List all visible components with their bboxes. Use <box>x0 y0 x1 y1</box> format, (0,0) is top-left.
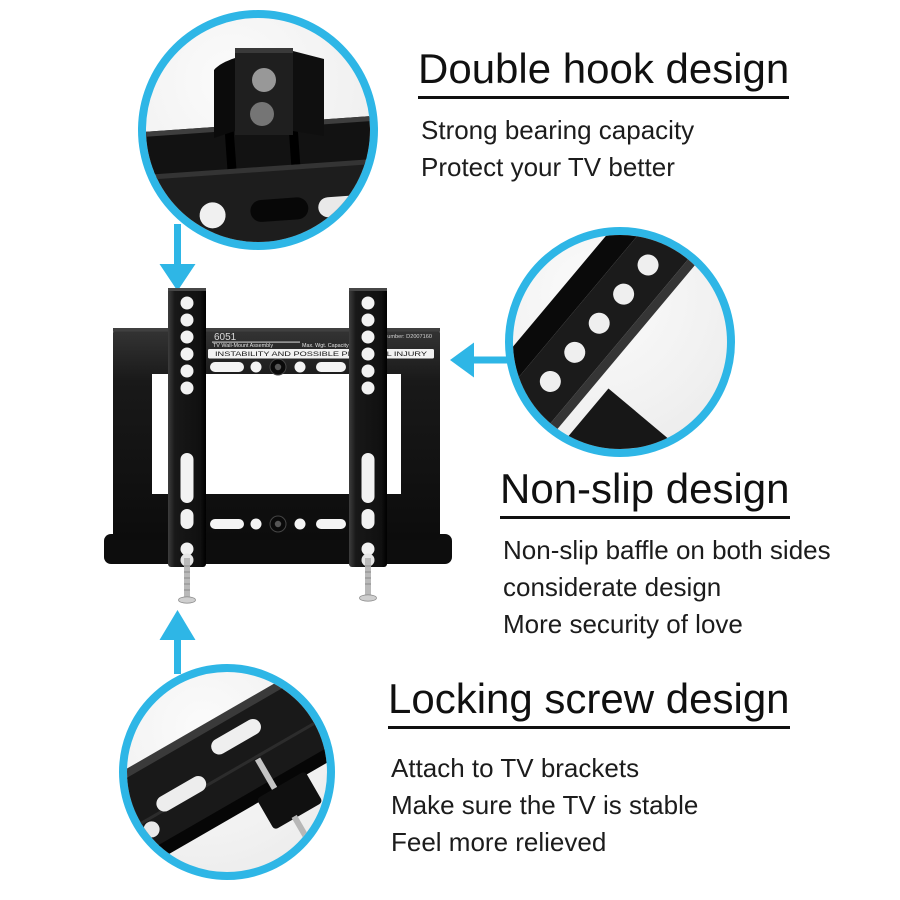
tv-rail-right <box>349 288 387 567</box>
feature-block-locking-screw: Locking screw design Attach to TV bracke… <box>388 676 790 861</box>
bottom-bar-screw-icon <box>269 515 287 533</box>
label-capacity: Max. Wgt. Capacity: 66lbs [25kg] <box>302 343 381 349</box>
bottom-bar-holes <box>210 518 346 530</box>
arrow-up-icon <box>159 610 196 674</box>
feature-line: Feel more relieved <box>391 827 607 858</box>
feature-line: Strong bearing capacity <box>421 115 695 146</box>
locking-screw-right-icon <box>359 558 377 602</box>
feature-lines: Strong bearing capacity Protect your TV … <box>418 112 789 186</box>
frame-top-highlight <box>113 328 440 332</box>
label-model: 6051 <box>214 332 237 343</box>
label-warning: INSTABILITY AND POSSIBLE PERSONAL INJURY <box>215 351 427 358</box>
detail-circle-double-hook <box>138 10 378 250</box>
locking-screw-left-icon <box>178 558 196 604</box>
detail-circle-locking-screw <box>119 664 335 880</box>
feature-lines: Attach to TV brackets Make sure the TV i… <box>388 750 790 861</box>
feature-title-non-slip: Non-slip design <box>500 466 790 520</box>
label-lot: Lot number: D2007160 <box>375 334 432 340</box>
feature-line: Make sure the TV is stable <box>391 790 699 821</box>
top-bar-holes <box>210 361 346 373</box>
double-hook-photo <box>146 48 370 242</box>
label-assembly: TV Wall-Mount Assembly <box>213 343 273 349</box>
tv-wall-mount-product-image: 6051 Lot number: D2007160 TV Wall-Mount … <box>104 288 452 604</box>
feature-lines: Non-slip baffle on both sides considerat… <box>500 532 831 643</box>
tv-rail-left <box>168 288 206 567</box>
feature-title-locking-screw: Locking screw design <box>388 676 790 730</box>
detail-circle-non-slip <box>505 227 735 457</box>
feature-title-double-hook: Double hook design <box>418 46 790 100</box>
feature-block-non-slip: Non-slip design Non-slip baffle on both … <box>500 466 831 643</box>
feature-block-double-hook: Double hook design Strong bearing capaci… <box>418 46 790 186</box>
feature-line: Attach to TV brackets <box>391 753 640 784</box>
locking-screw-photo <box>127 672 327 872</box>
feature-line: More security of love <box>503 609 743 640</box>
feature-line: Non-slip baffle on both sides <box>503 535 831 566</box>
top-bar-screw-icon <box>269 358 287 376</box>
feature-line: Protect your TV better <box>421 152 675 183</box>
non-slip-photo <box>513 235 727 449</box>
feature-line: considerate design <box>503 572 722 603</box>
